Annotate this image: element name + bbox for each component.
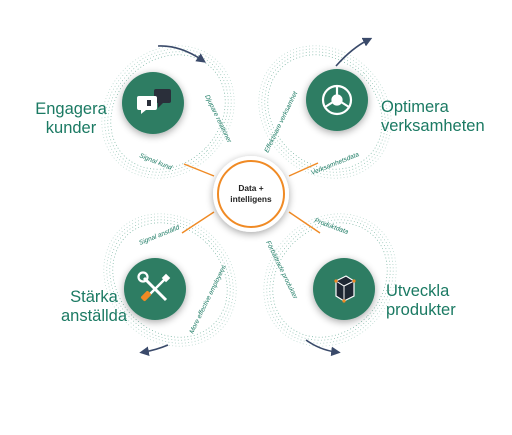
dotted-loop-0-1 — [107, 51, 229, 173]
optimize-label-outcome: Effektivare verksamhet — [264, 89, 300, 153]
spoke-top-left — [183, 163, 215, 177]
center-title-line1: Data + — [238, 183, 263, 193]
empower-title-line1: Stärka — [70, 288, 119, 306]
dotted-loop-1-2 — [261, 48, 389, 176]
cube-icon — [334, 275, 356, 303]
curve-arrow-bottom-left — [139, 344, 169, 356]
dotted-loop-1-1 — [264, 51, 386, 173]
curve-arrow-top-right — [335, 37, 373, 67]
quadrant-optimize: Optimera verksamheten Effektivare verksa… — [264, 69, 485, 177]
empower-label-signal: Signal anställd — [138, 224, 181, 247]
quadrant-develop: Utveckla produkter Produktdata Förbättra… — [264, 217, 456, 320]
dotted-loop-1-3 — [258, 45, 392, 179]
dotted-loop-3-3 — [263, 213, 397, 347]
develop-label-outcome: Förbättrade produkter — [264, 240, 299, 301]
empower-title-line2: anställda — [61, 307, 128, 325]
gear-icon — [321, 84, 353, 116]
engage-label-outcome: Djupare relationer — [203, 94, 233, 145]
spoke-top-right — [288, 162, 319, 177]
engage-title-line2: kunder — [46, 119, 97, 137]
chat-bubbles-icon — [137, 89, 171, 114]
engage-label-signal: Signal kund — [138, 152, 173, 172]
optimize-title-line1: Optimera — [381, 98, 450, 116]
spoke-lines — [181, 162, 321, 234]
center-node: Data + intelligens — [213, 156, 289, 232]
dotted-loop-0-0 — [110, 54, 226, 170]
dotted-loop-1-0 — [267, 54, 383, 170]
dotted-loop-2-0 — [112, 222, 228, 338]
optimize-title-line2: verksamheten — [381, 117, 485, 135]
center-ring — [217, 160, 285, 228]
cycle-arrows — [139, 37, 373, 357]
dotted-loop-0-3 — [101, 45, 235, 179]
develop-title-line1: Utveckla — [386, 282, 450, 300]
dotted-loops — [101, 45, 397, 347]
optimize-label-data: Verksamhetsdata — [310, 151, 360, 177]
empower-label-outcome: More effective employees — [189, 264, 229, 335]
quadrant-empower: Stärka anställda Signal anställd More ef… — [61, 224, 228, 335]
spoke-bottom-right — [288, 211, 321, 234]
spoke-bottom-left — [181, 211, 215, 234]
dotted-loop-3-2 — [266, 216, 394, 344]
dotted-loop-2-1 — [109, 219, 231, 341]
dotted-loop-0-2 — [104, 48, 232, 176]
quadrant-engage: Engagera kunder Djupare relationer Signa… — [35, 72, 233, 172]
dotted-loop-3-1 — [269, 219, 391, 341]
dotted-loop-3-0 — [272, 222, 388, 338]
curve-arrow-top-left — [157, 45, 206, 63]
center-title-line2: intelligens — [230, 194, 272, 204]
tools-icon — [137, 271, 171, 302]
curve-arrow-bottom-right — [305, 339, 341, 357]
develop-title-line2: produkter — [386, 301, 456, 319]
dotted-loop-2-3 — [103, 213, 237, 347]
dotted-loop-2-2 — [106, 216, 234, 344]
engage-title-line1: Engagera — [35, 100, 107, 118]
